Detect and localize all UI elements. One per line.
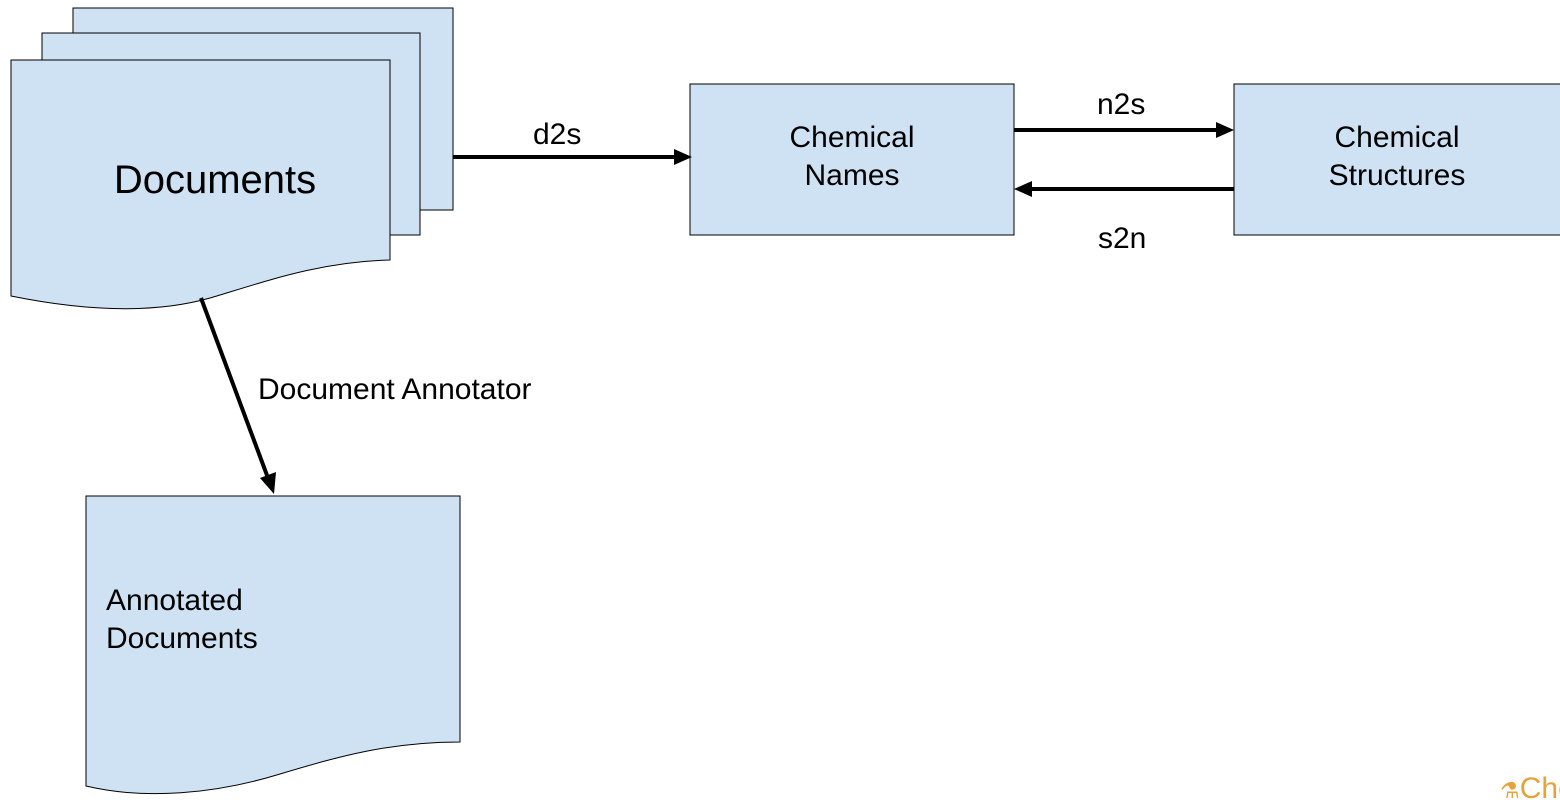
edge-d2s-arrowhead (674, 149, 692, 165)
edge-d2s-label: d2s (533, 118, 582, 151)
chemical-structures-label: Chemical Structures (1234, 119, 1560, 194)
annotated-documents-page (85, 495, 461, 795)
chemical-structures-box (1233, 83, 1560, 236)
documents-label: Documents (113, 158, 317, 202)
edge-d2s (453, 149, 692, 165)
chemical-structures-label-line2: Structures (1328, 158, 1466, 192)
chemical-names-label-line2: Names (804, 158, 900, 192)
edge-s2n-arrowhead (1014, 181, 1032, 197)
logo-text: ChemA (1519, 772, 1560, 800)
edge-annotator-label: Document Annotator (258, 373, 532, 406)
annotated-documents-label-line1: Annotated (106, 584, 243, 617)
flask-icon: ⚗ (1500, 778, 1520, 800)
edge-s2n (1014, 181, 1234, 197)
documents-page-front (10, 59, 391, 310)
chemical-names-label-line1: Chemical (789, 121, 915, 154)
edge-s2n-label: s2n (1098, 222, 1147, 255)
annotated-documents-label: Annotated Documents (106, 582, 258, 657)
chemical-names-label: Chemical Names (690, 119, 1014, 194)
edge-n2s-arrowhead (1216, 122, 1234, 138)
edge-n2s-label: n2s (1097, 88, 1146, 121)
edge-annotator-arrowhead (260, 472, 276, 494)
annotated-documents-label-line2: Documents (106, 621, 258, 655)
edge-annotator-line (199, 297, 270, 479)
chemical-names-box (689, 83, 1015, 236)
edge-annotator (199, 297, 276, 494)
chemical-structures-label-line1: Chemical (1334, 121, 1460, 154)
edge-n2s (1014, 122, 1234, 138)
chema-logo: ⚗ChemA (1500, 772, 1560, 800)
